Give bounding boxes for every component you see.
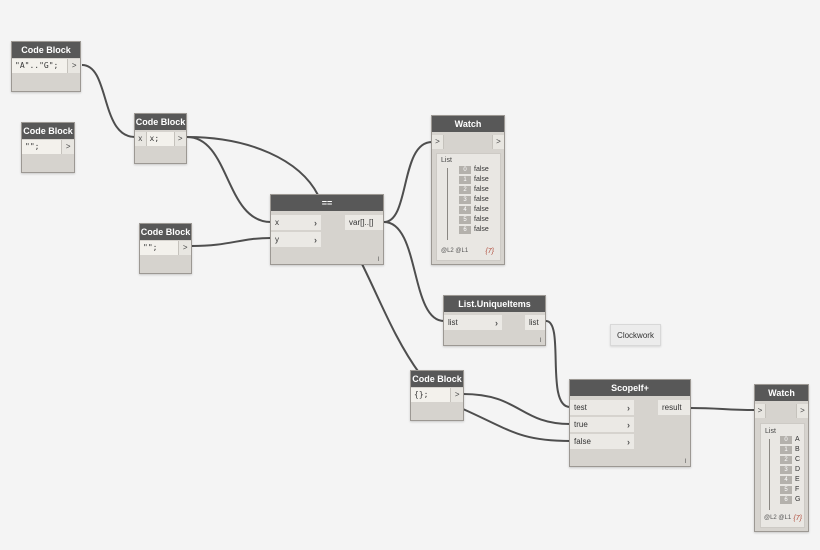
wire-cb3-to-eq-top[interactable] — [186, 136, 319, 196]
input-port-true[interactable]: true › — [570, 417, 634, 432]
output-port-list[interactable]: list — [525, 315, 545, 330]
item-count: {7} — [793, 515, 802, 522]
wire-unique-to-scope-test[interactable] — [545, 320, 571, 408]
node-title[interactable]: Code Block — [135, 114, 186, 130]
output-port[interactable]: > — [796, 404, 808, 418]
output-port[interactable]: > — [178, 241, 191, 255]
code-block-node[interactable]: Code Block "A".."G"; > — [11, 41, 81, 92]
output-port-var[interactable]: var[]..[] — [345, 215, 383, 230]
equals-node[interactable]: == x › y › var[]..[] l — [270, 194, 384, 265]
list-levels: @L2 @L1 — [441, 248, 469, 254]
node-title[interactable]: List.UniqueItems — [444, 296, 545, 312]
chevron-right-icon: › — [627, 402, 630, 413]
code-editor[interactable]: "A".."G"; — [12, 59, 68, 73]
code-block-node[interactable]: Code Block ""; > — [21, 122, 75, 173]
code-block-node[interactable]: Code Block ""; > — [139, 223, 192, 274]
output-port[interactable]: > — [450, 388, 463, 402]
output-port-result[interactable]: result — [658, 400, 690, 415]
item-count: {7} — [485, 248, 494, 255]
chevron-right-icon: › — [627, 419, 630, 430]
wire-cb1-to-cb3[interactable] — [81, 64, 136, 138]
input-port-y[interactable]: y › — [271, 232, 321, 247]
wire-scope-to-watch2[interactable] — [689, 407, 756, 411]
list-label: List — [765, 428, 776, 435]
chevron-right-icon: › — [314, 217, 317, 228]
input-port[interactable]: > — [755, 404, 766, 418]
input-port-x[interactable]: x — [135, 132, 147, 146]
input-port-test[interactable]: test › — [570, 400, 634, 415]
wire-cb5-to-scope-false[interactable] — [462, 408, 571, 442]
scope-if-node[interactable]: ScopeIf+ test › true › false › result l — [569, 379, 691, 467]
wire-cb3-to-eq-x[interactable] — [186, 136, 272, 223]
output-port[interactable]: > — [492, 135, 504, 149]
lacing-indicator: l — [684, 459, 686, 465]
port-label: true — [574, 420, 588, 429]
node-title[interactable]: Code Block — [140, 224, 191, 240]
port-label: list — [448, 318, 458, 327]
list-levels: @L2 @L1 — [764, 515, 792, 521]
code-block-node[interactable]: Code Block {}; > — [410, 370, 464, 421]
port-label: false — [574, 437, 591, 446]
wire-cb4-to-eq-y[interactable] — [191, 237, 272, 247]
wire-eq-to-cb5[interactable] — [361, 263, 421, 375]
chevron-right-icon: › — [627, 436, 630, 447]
chevron-right-icon: › — [314, 234, 317, 245]
port-label: x — [275, 218, 279, 227]
code-editor[interactable]: {}; — [411, 388, 451, 402]
node-title[interactable]: Code Block — [12, 42, 80, 58]
list-tree-line — [447, 168, 448, 240]
wire-eq-to-watch1[interactable] — [383, 141, 433, 223]
code-editor[interactable]: x; — [146, 132, 174, 146]
node-title[interactable]: == — [271, 195, 383, 211]
lacing-indicator: l — [539, 338, 541, 344]
port-label: test — [574, 403, 587, 412]
list-tree-line — [769, 439, 770, 510]
clockwork-note[interactable]: Clockwork — [610, 324, 661, 346]
code-editor[interactable]: ""; — [22, 140, 62, 154]
chevron-right-icon: › — [495, 317, 498, 328]
code-editor[interactable]: ""; — [140, 241, 179, 255]
node-title[interactable]: Watch — [755, 385, 808, 401]
output-port[interactable]: > — [67, 59, 80, 73]
output-port[interactable]: > — [61, 140, 74, 154]
node-title[interactable]: ScopeIf+ — [570, 380, 690, 396]
unique-items-node[interactable]: List.UniqueItems list › list l — [443, 295, 546, 346]
code-block-node[interactable]: Code Block x x; > — [134, 113, 187, 164]
port-label: y — [275, 235, 279, 244]
input-port-x[interactable]: x › — [271, 215, 321, 230]
lacing-indicator: l — [377, 257, 379, 263]
list-label: List — [441, 157, 452, 164]
input-port[interactable]: > — [432, 135, 444, 149]
node-title[interactable]: Code Block — [22, 123, 74, 139]
input-port-list[interactable]: list › — [444, 315, 502, 330]
output-port[interactable]: > — [173, 132, 186, 146]
wire-cb5-to-scope-true[interactable] — [462, 393, 571, 425]
input-port-false[interactable]: false › — [570, 434, 634, 449]
node-title[interactable]: Watch — [432, 116, 504, 132]
node-title[interactable]: Code Block — [411, 371, 463, 387]
